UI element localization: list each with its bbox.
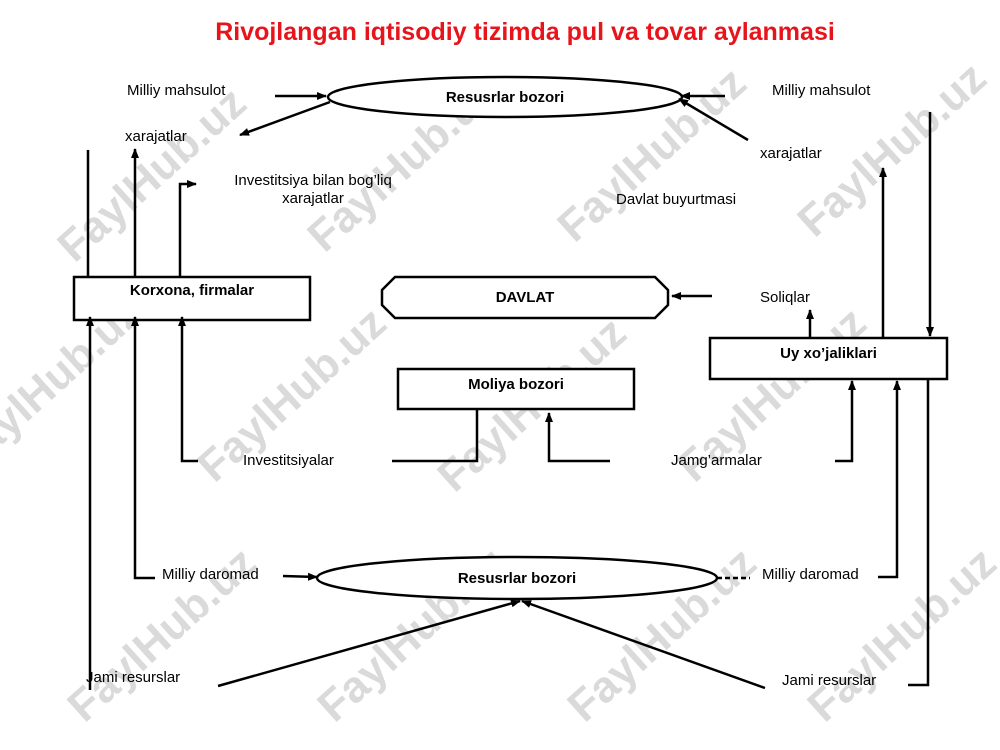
investments-label: Investitsiyalar: [243, 452, 334, 469]
left-resources-label: Jami resurslar: [86, 669, 181, 686]
firms-label: Korxona, firmalar: [129, 282, 255, 299]
top-left-expenses-label: xarajatlar: [125, 128, 187, 145]
households-label: Uy xo’jaliklari: [780, 345, 877, 362]
financial-market-label: Moliya bozori: [468, 376, 564, 393]
investment-related-label: Investitsiya bilan bog’liq xarajatlar: [234, 172, 392, 207]
top-left-product-label: Milliy mahsulot: [127, 82, 226, 99]
government-label: DAVLAT: [495, 289, 555, 306]
top-market-label: Resusrlar bozori: [445, 89, 565, 106]
government-shape: [380, 275, 670, 320]
gov-procurement-label: Davlat buyurtmasi: [616, 191, 737, 208]
taxes-label: Soliqlar: [760, 289, 811, 306]
diagram-title: Rivojlangan iqtisodiy tizimda pul va tov…: [215, 18, 835, 46]
households-box: [708, 336, 949, 381]
left-income-label: Milliy daromad: [162, 566, 259, 583]
bottom-market-label: Resusrlar bozori: [457, 570, 577, 587]
top-right-expenses-label: xarajatlar: [760, 145, 822, 162]
savings-label: Jamg’armalar: [671, 452, 762, 469]
firms-box: [72, 275, 312, 322]
right-resources-label: Jami resurslar: [782, 672, 877, 689]
top-right-product-label: Milliy mahsulot: [772, 82, 871, 99]
financial-market-box: [396, 367, 636, 411]
right-income-label: Milliy daromad: [762, 566, 859, 583]
